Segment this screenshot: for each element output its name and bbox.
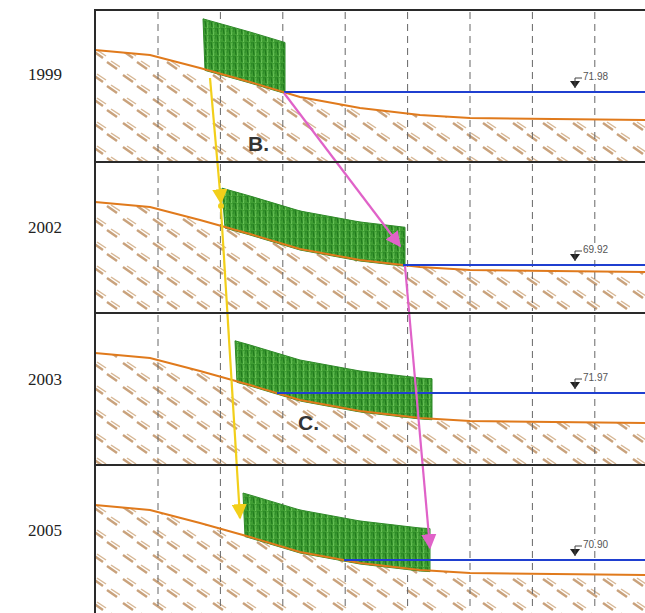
water-level (284, 91, 645, 93)
grid-line (220, 315, 221, 463)
water-level (344, 559, 645, 561)
grid-line (220, 467, 221, 611)
grid-line (594, 315, 595, 463)
ground-line (95, 353, 645, 423)
shift-arrow (221, 209, 240, 518)
point-label: C. (298, 412, 319, 433)
soil-hatch (95, 50, 645, 162)
grid-line (470, 12, 471, 160)
grid-line (532, 467, 533, 611)
ground-line (95, 202, 645, 272)
grid-line (158, 164, 159, 311)
grid-line (470, 164, 471, 311)
grid-line (532, 315, 533, 463)
level-value: 70.90 (582, 540, 609, 550)
shift-arrow (405, 266, 430, 548)
ground-line (95, 50, 645, 120)
shift-arrow (284, 93, 400, 246)
water-level (403, 264, 645, 266)
level-value: 69.92 (582, 245, 609, 255)
frame (95, 10, 645, 613)
ground-line (95, 505, 645, 575)
grid-line (532, 12, 533, 160)
grid-line (470, 315, 471, 463)
grid-line (345, 12, 346, 160)
panel-divider (95, 464, 645, 466)
grid-line (532, 164, 533, 311)
grid-line (158, 315, 159, 463)
vegetation (235, 341, 432, 420)
level-value: 71.97 (582, 373, 609, 383)
arrow-joint (218, 203, 224, 209)
grid-line (594, 164, 595, 311)
grid-line (158, 12, 159, 160)
grid-line (594, 12, 595, 160)
panel (95, 315, 645, 465)
panel-divider (95, 161, 645, 163)
vegetation (222, 188, 405, 266)
level-value: 71.98 (582, 72, 609, 82)
year-label: 2002 (28, 219, 62, 236)
shift-arrow (210, 78, 221, 203)
panel (95, 467, 645, 613)
year-label: 2005 (28, 522, 62, 539)
vegetation (203, 19, 285, 94)
grid-line (594, 467, 595, 611)
panel-divider (95, 312, 645, 314)
soil-hatch (95, 505, 645, 613)
grid-line (158, 467, 159, 611)
year-label: 2003 (28, 371, 62, 388)
grid-line (470, 467, 471, 611)
year-label: 1999 (28, 66, 62, 83)
point-label: B. (248, 133, 269, 154)
panel (95, 12, 645, 162)
panel (95, 164, 645, 313)
water-level (277, 392, 645, 394)
grid-line (407, 12, 408, 160)
